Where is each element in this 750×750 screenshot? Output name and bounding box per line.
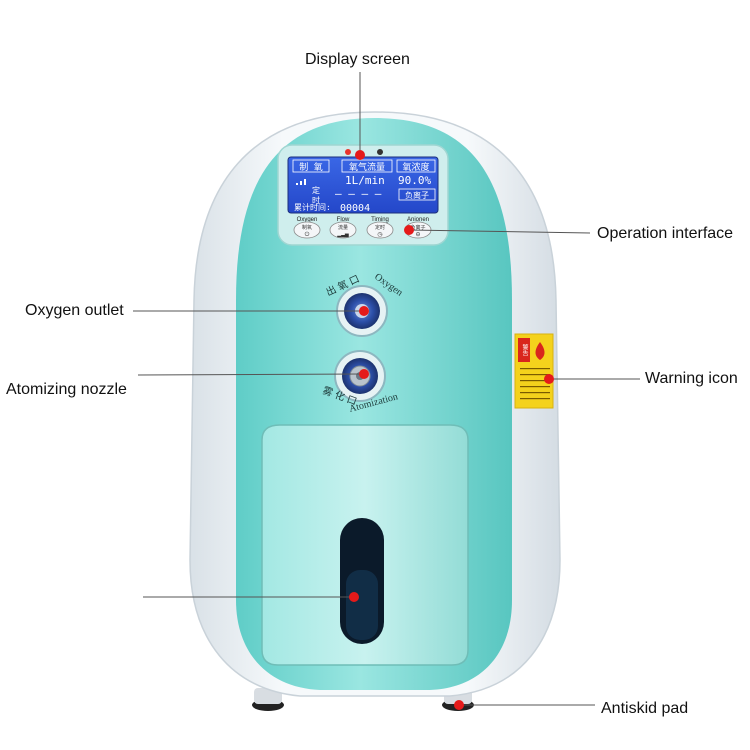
power-indicator-light	[345, 149, 351, 155]
operation-interface-callout: Operation interface	[597, 225, 734, 242]
status-indicator-light	[377, 149, 383, 155]
timing-button[interactable]: 定时 ◷	[366, 221, 394, 239]
timing-button-label: Timing	[371, 217, 389, 223]
lcd-timer-label-1: 定	[312, 185, 320, 195]
oxygen-button[interactable]: 制氧 ⏻	[293, 221, 321, 239]
lcd-timer-dashes: — — — —	[335, 187, 382, 200]
flow-button-sub: 流量	[338, 224, 348, 231]
oxygen-outlet-callout: Oxygen outlet	[25, 302, 124, 319]
flow-button[interactable]: 流量 ▂▃▅	[329, 221, 357, 239]
warning-label: 警告	[514, 333, 554, 409]
lcd-total-time-label: 累计时间:	[294, 202, 331, 212]
lcd-tab-right: 氧浓度	[402, 161, 429, 173]
lcd-anion-tab: 负离子	[405, 190, 429, 200]
clock-icon: ◷	[377, 232, 382, 238]
flow-button-label: Flow	[337, 217, 350, 223]
lcd-total-time-value: 00004	[340, 203, 370, 214]
warning-label-title: 警告	[521, 343, 528, 357]
anionen-button-sub: 负离子	[410, 224, 425, 231]
ion-icon: ⊖	[415, 232, 420, 238]
signal-bars-icon	[296, 179, 306, 185]
anionen-button-label: Anionen	[407, 217, 429, 223]
lcd-timer-label-2: 时	[312, 195, 320, 205]
oxygen-button-label: Oxygen	[297, 217, 318, 223]
timing-button-sub: 定时	[375, 224, 385, 231]
callout-lines	[133, 72, 640, 706]
lcd-tab-mid: 氧气流量	[349, 161, 385, 173]
lcd-flow-value: 1L/min	[345, 174, 385, 187]
bars-icon: ▂▃▅	[336, 232, 349, 238]
oxygen-button-sub: 制氧	[302, 224, 312, 231]
lcd-tab-left: 制 氧	[299, 161, 322, 173]
atomizing-nozzle-callout: Atomizing nozzle	[6, 381, 127, 398]
power-icon: ⏻	[305, 231, 310, 238]
lcd-concentration-value: 90.0%	[398, 174, 431, 187]
display-screen-callout: Display screen	[305, 51, 410, 68]
warning-icon-callout: Warning icon	[645, 370, 738, 387]
flame-icon	[535, 342, 545, 360]
callout-markers	[349, 150, 554, 710]
antiskid-pad-callout: Antiskid pad	[601, 700, 689, 717]
